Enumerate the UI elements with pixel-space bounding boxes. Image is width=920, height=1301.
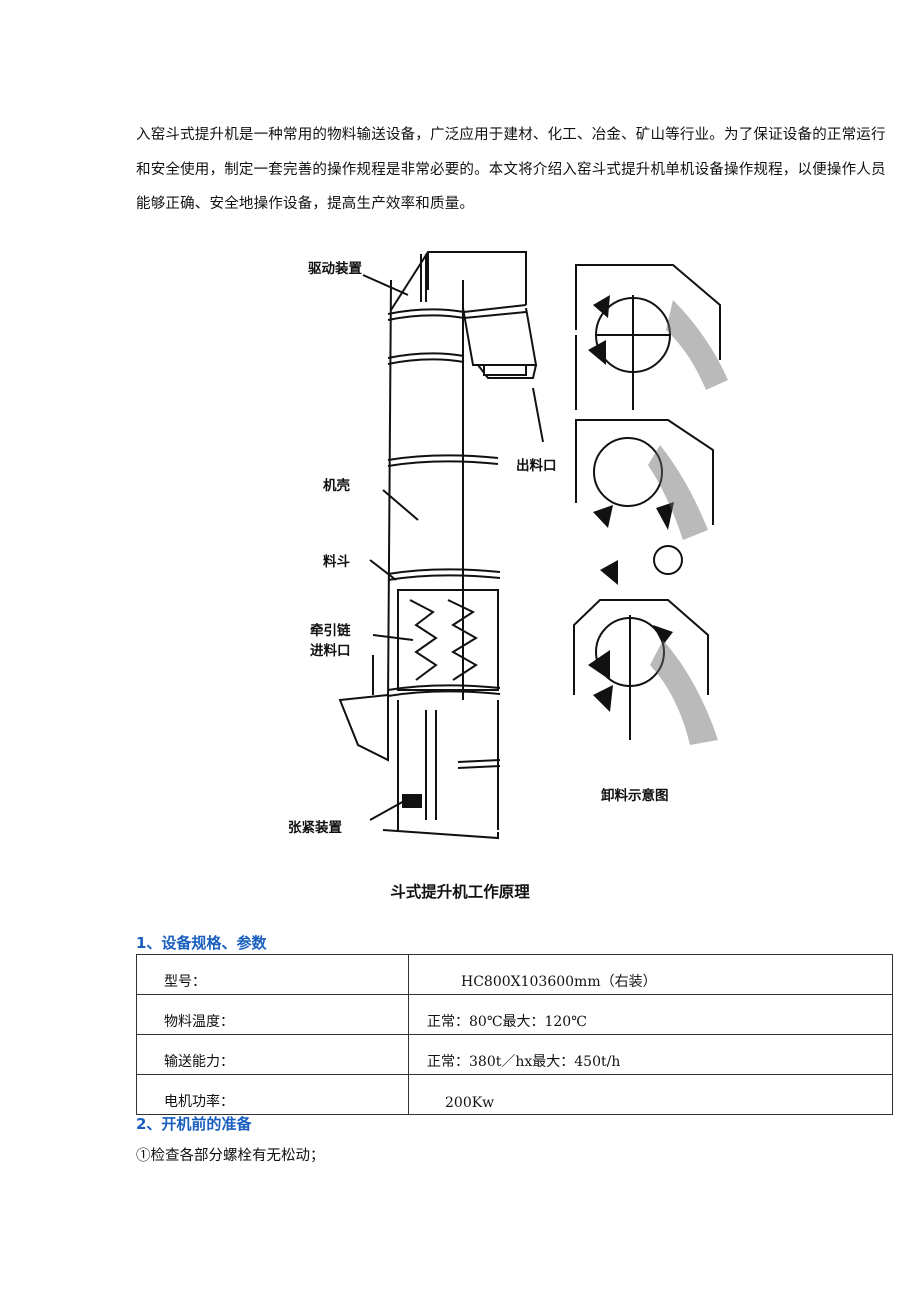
label-tension: 张紧装置 bbox=[288, 819, 342, 836]
spec-label: 物料温度： bbox=[136, 994, 409, 1035]
spec-value: 正常：80℃最大：120℃ bbox=[408, 994, 893, 1035]
label-discharge: 卸料示意图 bbox=[601, 787, 669, 804]
label-casing: 机壳 bbox=[323, 477, 350, 494]
diagram-labels: 驱动装置 出料口 机壳 料斗 牵引链 进料口 张紧装置 卸料示意图 bbox=[288, 260, 669, 836]
spec-label: 输送能力： bbox=[136, 1034, 409, 1075]
spec-value: 200Kw bbox=[408, 1074, 893, 1115]
spec-value: 正常：380t／hx最大：450t/h bbox=[408, 1034, 893, 1075]
label-chain: 牵引链 bbox=[310, 622, 351, 639]
spec-value: HC800X103600mm（右装） bbox=[408, 954, 893, 995]
list-item: ①检查各部分螺栓有无松动； bbox=[136, 1148, 325, 1164]
spec-label: 型号： bbox=[136, 954, 409, 995]
spec-label: 电机功率： bbox=[136, 1074, 409, 1115]
bucket-elevator-diagram: 驱动装置 出料口 机壳 料斗 牵引链 进料口 张紧装置 卸料示意图 bbox=[288, 251, 728, 840]
label-bucket: 料斗 bbox=[323, 553, 350, 570]
table-row: 电机功率： 200Kw bbox=[136, 1074, 893, 1115]
table-row: 型号： HC800X103600mm（右装） bbox=[136, 954, 893, 995]
bucket-elevator-figure: 驱动装置 出料口 机壳 料斗 牵引链 进料口 张紧装置 卸料示意图 bbox=[288, 240, 758, 860]
intro-paragraph: 入窑斗式提升机是一种常用的物料输送设备，广泛应用于建材、化工、冶金、矿山等行业。… bbox=[136, 127, 886, 212]
label-outlet: 出料口 bbox=[516, 457, 557, 474]
table-row: 输送能力： 正常：380t／hx最大：450t/h bbox=[136, 1034, 893, 1075]
label-inlet: 进料口 bbox=[310, 642, 351, 659]
section-2-heading: 2、开机前的准备 bbox=[136, 1115, 252, 1133]
spec-table: 型号： HC800X103600mm（右装） 物料温度： 正常：80℃最大：12… bbox=[136, 954, 893, 1115]
label-drive: 驱动装置 bbox=[308, 260, 362, 277]
section-1-heading: 1、设备规格、参数 bbox=[136, 934, 267, 952]
table-row: 物料温度： 正常：80℃最大：120℃ bbox=[136, 994, 893, 1035]
figure-caption: 斗式提升机工作原理 bbox=[390, 883, 530, 901]
